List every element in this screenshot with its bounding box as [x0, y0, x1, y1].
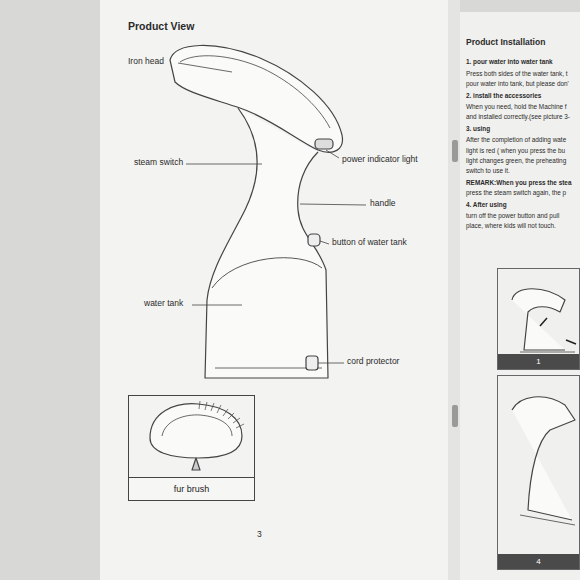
caption-text: fur brush: [174, 484, 210, 494]
instruction-text: and installed correctly.(see picture 3-: [466, 113, 570, 120]
step-panel: 1: [497, 268, 580, 370]
instruction-text: After the completion of adding wate: [466, 136, 566, 143]
instruction-text: Product Installation: [466, 38, 545, 48]
instruction-text: light is red ( when you press the bu: [466, 147, 565, 154]
instruction-text: light changes green, the preheating: [466, 157, 566, 164]
instruction-text: turn off the power button and pull: [466, 212, 559, 219]
page-number: 3: [257, 530, 262, 540]
part-label: steam switch: [134, 158, 183, 168]
step-panel: 4: [497, 375, 580, 570]
instruction-text: press the steam switch again, the p: [466, 189, 566, 196]
caption-band: 1: [498, 354, 579, 369]
caption-band: 4: [498, 554, 579, 569]
step-number: 1: [536, 357, 540, 366]
instruction-text: pour water into tank, but please don': [466, 80, 569, 87]
part-label: water tank: [144, 299, 183, 309]
instruction-text: Press both sides of the water tank, t: [466, 70, 568, 77]
instruction-text: 1. pour water into water tank: [466, 58, 553, 65]
instruction-text: switch to use it.: [466, 167, 510, 174]
instruction-text: 2. install the accessories: [466, 92, 541, 99]
part-label: cord protector: [347, 357, 399, 367]
instruction-text: 3. using: [466, 125, 490, 132]
instruction-text: 4. After using: [466, 201, 507, 208]
page-heading: Product View: [128, 20, 194, 32]
instruction-text: When you need, hold the Machine f: [466, 103, 567, 110]
caption-band: fur brush: [129, 477, 254, 500]
part-label: handle: [370, 199, 396, 209]
part-label: power indicator light: [342, 155, 418, 165]
figure-box: fur brush: [128, 395, 255, 501]
part-label: button of water tank: [332, 238, 407, 248]
instruction-text: place, where kids will not touch.: [466, 222, 556, 229]
instruction-text: REMARK:When you press the stea: [466, 179, 571, 186]
step-number: 4: [536, 557, 540, 566]
part-label: Iron head: [128, 57, 164, 67]
